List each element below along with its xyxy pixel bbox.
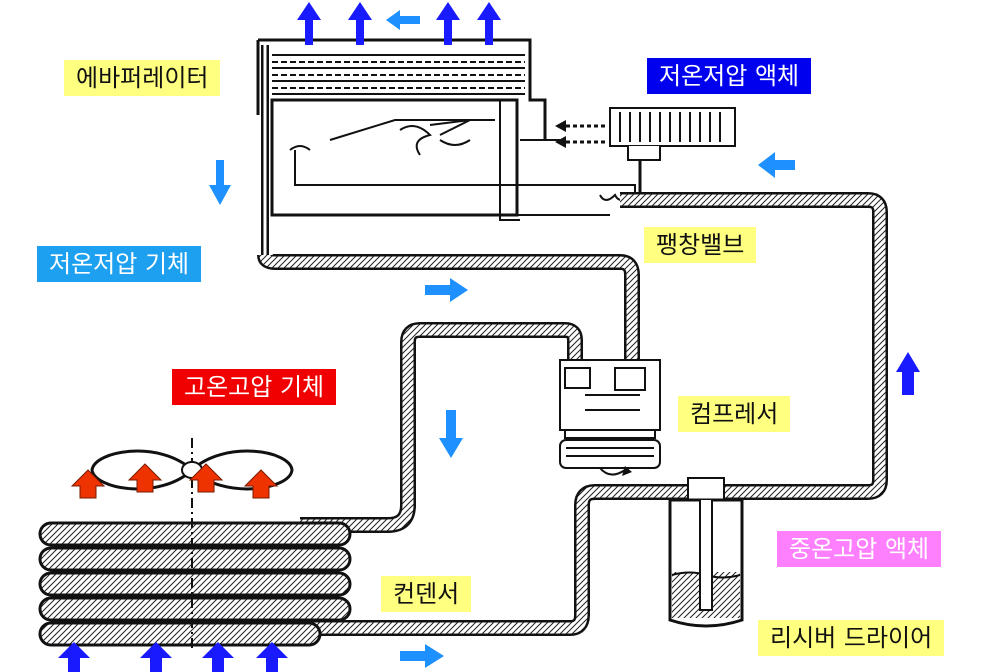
arrow-down-icon bbox=[209, 160, 231, 205]
arrow-right-icon bbox=[400, 644, 444, 668]
label-evaporator: 에바퍼레이터 bbox=[64, 60, 221, 96]
label-condenser: 컨덴서 bbox=[381, 576, 472, 612]
label-compressor: 컴프레서 bbox=[678, 396, 791, 432]
heat-arrow-icon bbox=[70, 469, 106, 499]
label-low-temp-low-pressure-liquid: 저온저압 액체 bbox=[647, 58, 812, 94]
flow-arrows bbox=[58, 2, 920, 672]
label-receiver-dryer: 리시버 드라이어 bbox=[758, 620, 945, 656]
arrow-up-icon bbox=[297, 2, 321, 45]
arrow-left-icon bbox=[386, 10, 420, 30]
arrow-right-icon bbox=[425, 278, 468, 302]
arrow-left-icon bbox=[758, 152, 795, 178]
refrigerant-tubes bbox=[257, 192, 888, 636]
expansion-valve bbox=[555, 107, 736, 201]
condenser-coil bbox=[38, 438, 352, 650]
dotted-arrows bbox=[555, 120, 605, 148]
label-expansion-valve: 팽창밸브 bbox=[644, 227, 757, 263]
arrow-up-icon bbox=[436, 2, 460, 45]
heat-arrow-icon bbox=[188, 463, 224, 493]
arrow-up-icon bbox=[58, 642, 90, 672]
arrow-up-icon bbox=[477, 2, 501, 45]
heat-arrow-icon bbox=[127, 463, 163, 493]
evaporator-unit bbox=[256, 38, 636, 255]
evaporator-fins bbox=[272, 54, 525, 95]
receiver-dryer bbox=[668, 477, 744, 628]
arrow-up-icon bbox=[896, 352, 920, 395]
label-mid-temp-high-pressure-liquid: 중온고압 액체 bbox=[777, 531, 942, 567]
heat-arrow-icon bbox=[243, 469, 279, 499]
arrow-up-icon bbox=[256, 642, 288, 672]
arrow-up-icon bbox=[348, 2, 372, 45]
arrow-up-icon bbox=[202, 642, 234, 672]
compressor bbox=[559, 359, 661, 476]
arrow-up-icon bbox=[140, 642, 172, 672]
arrow-down-icon bbox=[439, 410, 463, 458]
label-low-temp-low-pressure-gas: 저온저압 기체 bbox=[37, 246, 202, 282]
label-high-temp-high-pressure-gas: 고온고압 기체 bbox=[172, 369, 337, 405]
